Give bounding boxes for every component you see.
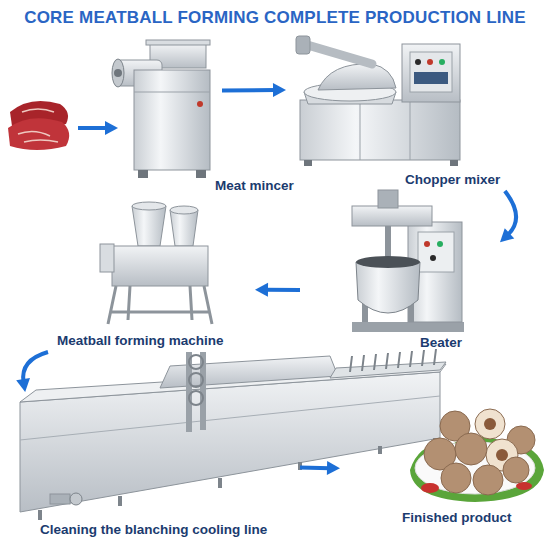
panel-line (360, 100, 361, 160)
meat-slab (8, 118, 69, 150)
meatball (441, 463, 471, 493)
flow-arrow (255, 283, 300, 297)
flow-arrow (500, 191, 516, 242)
arrow-line (505, 191, 516, 235)
meat-marbling (18, 109, 58, 142)
arm-cylinder (296, 36, 310, 54)
machine-label: Meat mincer (215, 178, 294, 194)
control-box (100, 244, 114, 272)
flow-arrow (300, 461, 340, 475)
drain-pipe (50, 494, 70, 504)
wheel (189, 373, 203, 387)
foot (138, 170, 148, 178)
machine-label: Beater (420, 335, 462, 351)
meatball (455, 433, 487, 465)
machine-node: Chopper mixer (292, 32, 507, 167)
foot (450, 160, 458, 166)
flow-arrow (16, 352, 48, 392)
wheel (189, 391, 203, 405)
hopper-rim (132, 202, 166, 210)
machine-label: Finished product (402, 510, 512, 526)
chopper-lid (318, 64, 396, 90)
valve (70, 493, 82, 505)
arrow-head (105, 121, 118, 135)
mincer-plate (112, 59, 124, 87)
flow-arrow (78, 126, 106, 130)
foot (304, 160, 312, 166)
arrow-head (255, 283, 268, 297)
forming-hopper (170, 210, 198, 246)
button (439, 59, 445, 65)
meatball-core (484, 418, 496, 430)
machine-label: Meatball forming machine (57, 333, 224, 349)
mincer-body (134, 70, 210, 170)
arrow-line (222, 88, 276, 92)
forming-frame (108, 286, 212, 324)
beater-motor (378, 190, 398, 208)
control-box (418, 232, 454, 272)
button (424, 241, 430, 247)
beater-base (352, 322, 464, 332)
button (430, 255, 436, 261)
meatball (503, 457, 529, 483)
panel-line (20, 396, 440, 440)
mincer-hub (114, 69, 122, 77)
arrow-head (500, 228, 514, 242)
machine-node: Cleaning the blanching cooling line (20, 352, 450, 517)
button (437, 241, 443, 247)
arrow-line (300, 466, 330, 471)
control-panel (410, 52, 452, 92)
beater-kettle (356, 262, 420, 313)
panel-line (134, 92, 210, 93)
garnish (421, 483, 439, 493)
hopper-rim (170, 206, 198, 214)
beater-arm (352, 206, 432, 226)
forming-body (112, 246, 208, 286)
screen (414, 72, 448, 84)
switch (197, 101, 203, 107)
machine-node: Meatball forming machine (100, 200, 215, 330)
mincer-rim (146, 40, 210, 45)
forming-hopper (132, 206, 166, 246)
arrow-head (16, 378, 30, 392)
spray-nozzles (350, 349, 436, 372)
arrow-line (265, 288, 300, 292)
machine-node: Finished product (405, 398, 547, 503)
machine-node: Beater (345, 190, 470, 335)
foot (196, 170, 206, 178)
meatball (473, 465, 503, 495)
conveyor (330, 362, 446, 378)
panel-line (410, 100, 411, 160)
flow-arrow (222, 83, 286, 97)
chopper-cabinet (300, 100, 460, 160)
machine-label: Chopper mixer (405, 172, 500, 188)
meatball-core (496, 449, 508, 461)
kettle-rim (356, 256, 420, 268)
arrow-head (327, 461, 340, 475)
chopper-arm (304, 44, 372, 64)
button (427, 59, 433, 65)
meatball (475, 409, 505, 439)
machine-label: Cleaning the blanching cooling line (40, 522, 267, 538)
line-legs (40, 438, 435, 520)
machine-node: Meat mincer (122, 40, 214, 180)
arrow-line (23, 352, 48, 382)
arrow-head (273, 83, 286, 97)
wheel (189, 355, 203, 369)
diagram-title: CORE MEATBALL FORMING COMPLETE PRODUCTIO… (0, 8, 550, 28)
control-cabinet (402, 44, 460, 102)
button (415, 59, 421, 65)
